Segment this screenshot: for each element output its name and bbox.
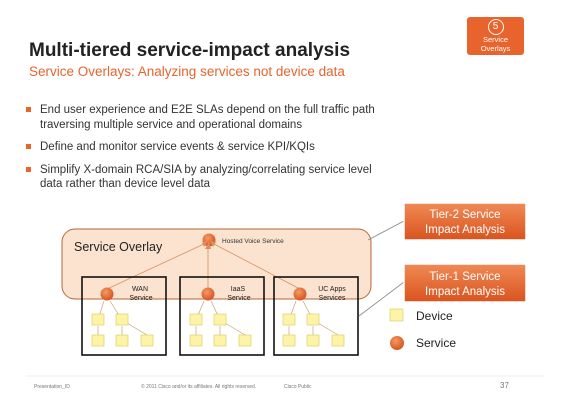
bullet-item: End user experience and E2E SLAs depend … <box>26 103 426 132</box>
device-square <box>238 334 252 347</box>
device-square <box>189 334 203 347</box>
ucapps-label: UC Apps <box>318 286 346 293</box>
tier1-label-line1: Tier-1 Service <box>429 271 500 283</box>
section-label: Service Overlays <box>467 35 524 53</box>
device-square <box>282 313 296 326</box>
footer-presentation-id: Presentation_ID <box>34 384 70 390</box>
tier1-callout <box>403 263 527 303</box>
bullet-marker <box>26 144 31 149</box>
ucapps-label-2: Services <box>319 295 346 302</box>
device-square <box>115 313 129 326</box>
wan-service-node <box>100 287 114 301</box>
tier1-connector <box>358 281 405 317</box>
wan-devices <box>91 300 154 347</box>
service-overlay-panel <box>61 228 372 300</box>
iaas-label-2: Service <box>227 295 250 302</box>
device-square <box>213 313 227 326</box>
section-number: 5 <box>487 19 504 35</box>
bullet-list: End user experience and E2E SLAs depend … <box>26 103 426 200</box>
wan-domain-box <box>81 276 167 356</box>
section-label-line2: Overlays <box>480 43 511 53</box>
bullet-item: Define and monitor service events & serv… <box>26 140 426 155</box>
tier1-label-line2: Impact Analysis <box>425 286 505 298</box>
wan-label-2: Service <box>129 295 152 302</box>
device-square <box>331 334 345 347</box>
page-number: 37 <box>500 381 509 390</box>
legend-device-swatch <box>389 308 404 322</box>
tier2-label-line2: Impact Analysis <box>425 224 505 236</box>
footer-classification: Cisco Public <box>284 384 312 390</box>
tier2-connector <box>367 220 405 241</box>
footer-copyright: © 2011 Cisco and/or its affiliates. All … <box>141 384 257 390</box>
iaas-label: IaaS <box>231 286 246 293</box>
iaas-domain-box <box>179 276 265 356</box>
ucapps-service-node <box>293 287 307 301</box>
wan-label: WAN <box>132 286 148 293</box>
device-square <box>91 334 105 347</box>
iaas-devices <box>189 300 252 347</box>
device-square <box>306 313 320 326</box>
legend-service-dot <box>390 336 404 350</box>
legend-service-label: Service <box>416 336 456 350</box>
device-square <box>189 313 203 326</box>
bullet-item: Simplify X-domain RCA/SIA by analyzing/c… <box>26 163 426 192</box>
ucapps-domain-box <box>273 276 359 356</box>
hosted-service-label: Hosted Voice Service <box>222 238 284 245</box>
section-label-line1: Service <box>482 35 508 44</box>
legend-device-label: Device <box>416 309 453 323</box>
device-square <box>282 334 296 347</box>
device-square <box>140 334 154 347</box>
device-square <box>91 313 105 326</box>
tier2-callout <box>403 202 527 241</box>
tier2-label-line1: Tier-2 Service <box>429 209 500 221</box>
device-square <box>306 334 320 347</box>
section-badge: 5 Service Overlays <box>467 17 524 55</box>
ucapps-devices <box>282 300 345 347</box>
device-square <box>115 334 129 347</box>
slide-title: Multi-tiered service-impact analysis <box>29 40 351 61</box>
service-overlay-label: Service Overlay <box>74 240 163 254</box>
bullet-marker <box>26 107 31 112</box>
iaas-service-node <box>201 287 215 301</box>
bullet-marker <box>26 166 31 172</box>
slide-subtitle: Service Overlays: Analyzing services not… <box>29 64 345 79</box>
device-square <box>213 334 227 347</box>
